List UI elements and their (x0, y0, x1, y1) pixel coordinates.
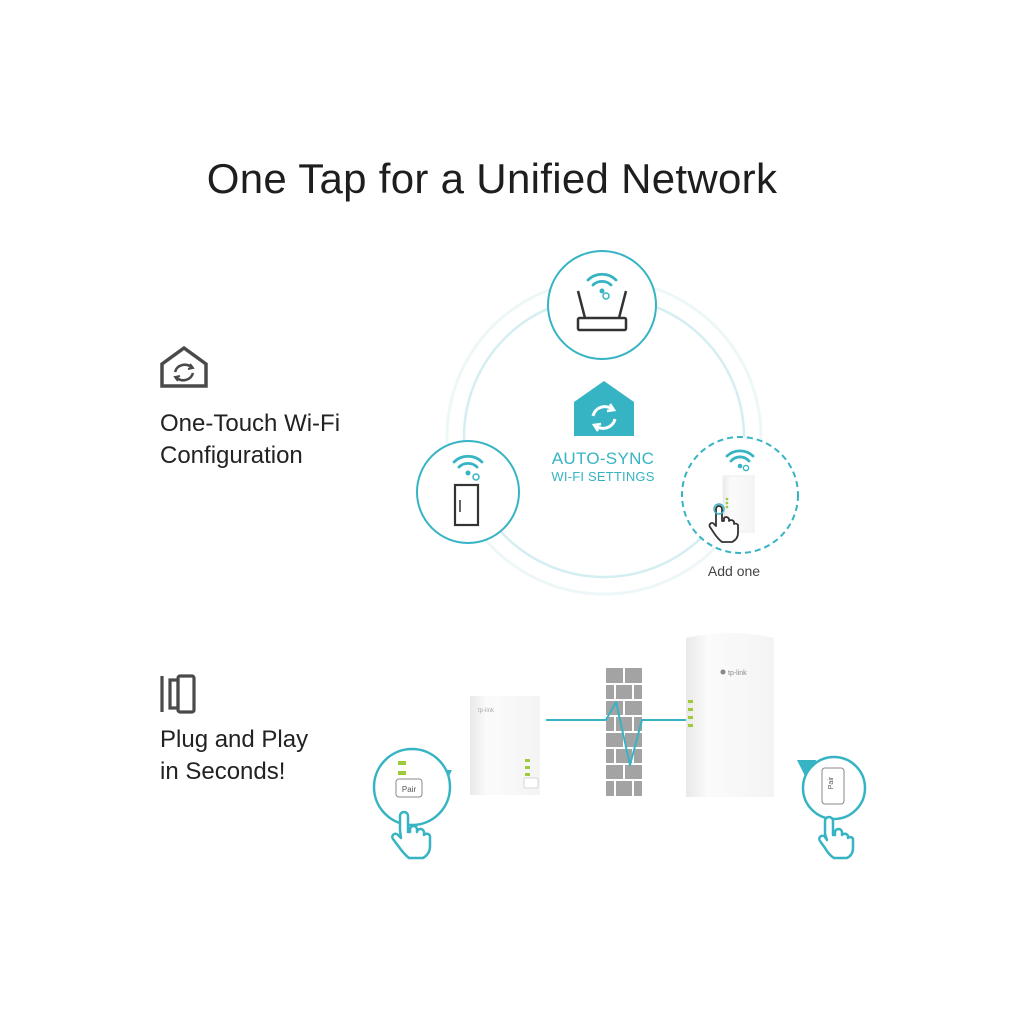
extender-icon (453, 483, 480, 527)
feature-plug-play-line1: Plug and Play (160, 726, 309, 753)
powerline-extender-right: tp-link (686, 633, 774, 797)
signal-pulse (605, 701, 690, 766)
extender-node (416, 440, 520, 544)
feature-one-touch-line2: Configuration (160, 442, 303, 469)
pair-button-left-label: Pair (402, 785, 417, 794)
pair-callout-left: Pair (372, 747, 452, 860)
adapter-right-brand: tp-link (728, 670, 747, 677)
hand-tap-icon (391, 810, 432, 860)
house-sync-icon (160, 345, 208, 388)
auto-sync-title: AUTO-SYNC (551, 449, 655, 468)
feature-one-touch-line1: One-Touch Wi-Fi (160, 410, 341, 437)
auto-sync-subtitle: WI-FI SETTINGS (551, 469, 655, 484)
adapter-left-brand: tp-link (478, 708, 495, 714)
plug-icon (160, 674, 196, 714)
pair-callout-right: Pair (797, 755, 867, 860)
hand-tap-icon (708, 503, 739, 543)
router-node (547, 250, 657, 360)
router-icon (576, 290, 628, 332)
feature-one-touch-label: One-Touch Wi-Fi Configuration (160, 408, 400, 472)
pair-button-left[interactable] (395, 778, 423, 798)
wifi-icon (452, 454, 484, 476)
powerline-adapter-left: tp-link (470, 696, 540, 795)
add-one-label: Add one (707, 563, 761, 579)
pair-button-right-label: Pair (828, 776, 835, 789)
add-one-node[interactable] (681, 436, 799, 554)
feature-plug-play-line2: in Seconds! (160, 758, 286, 785)
page-title: One Tap for a Unified Network (206, 155, 778, 202)
wall-icon (606, 668, 642, 796)
wifi-icon (586, 272, 618, 294)
feature-plug-play-label: Plug and Play in Seconds! (160, 724, 400, 788)
pair-button-right[interactable] (821, 767, 845, 805)
wifi-icon (725, 449, 755, 469)
auto-sync-house-icon (574, 381, 634, 436)
hand-tap-icon (818, 815, 855, 860)
